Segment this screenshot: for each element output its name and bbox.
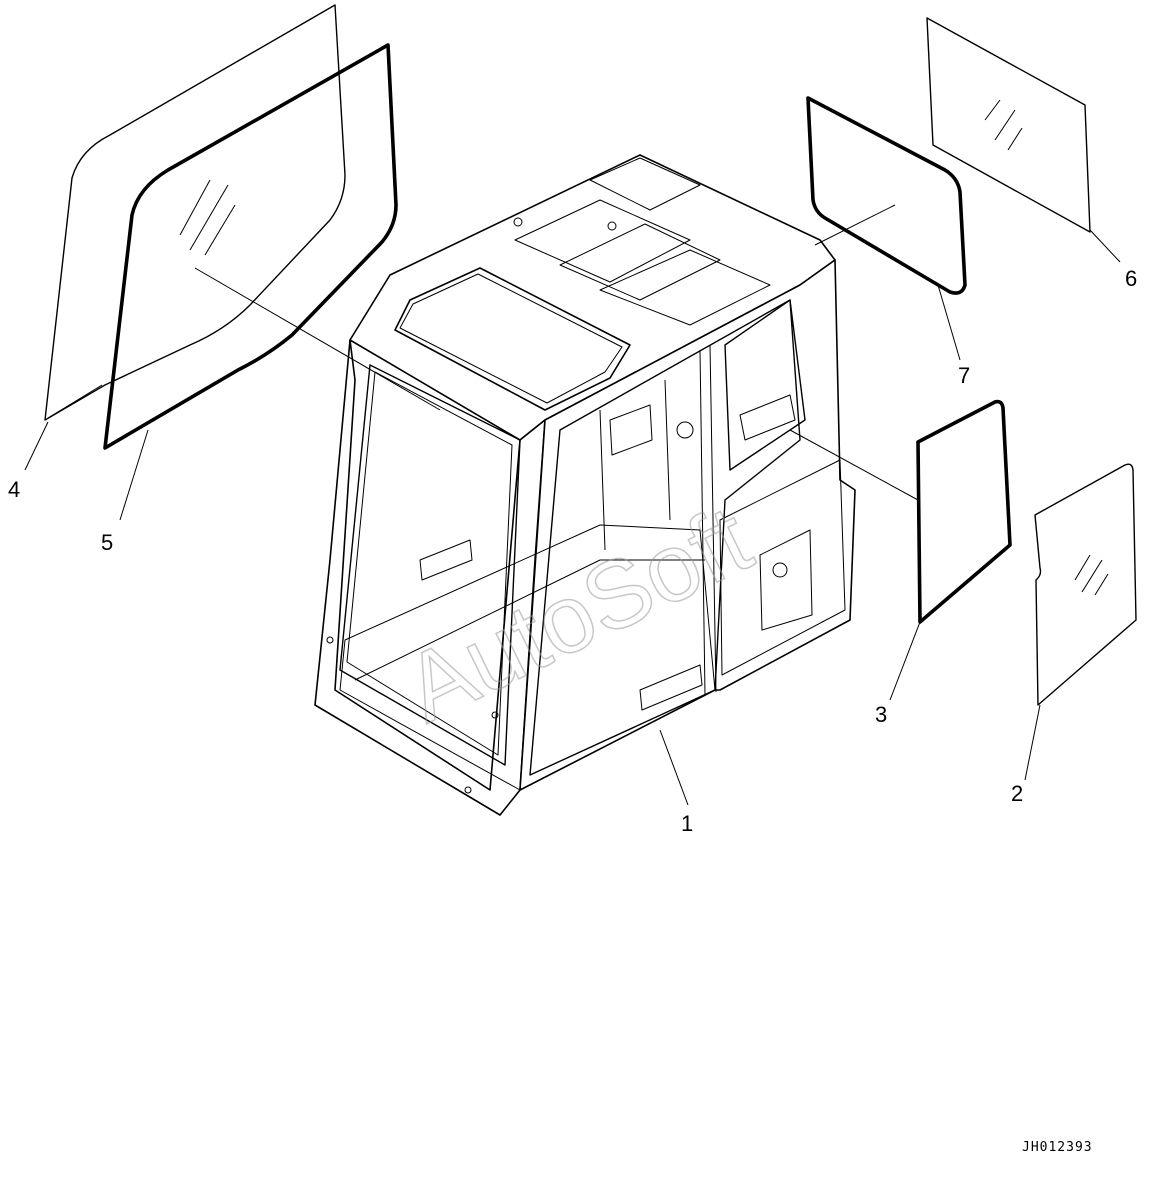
leader-line-2 [1024,704,1041,781]
leader-line-4 [24,421,49,471]
leader-line-5-to-cab [194,267,441,411]
leader-line-1 [659,729,689,806]
glass-part-2 [1034,463,1137,706]
leader-line-6 [1089,229,1121,263]
callout-2: 2 [1011,781,1023,806]
callout-4: 4 [8,477,20,502]
leader-line-5 [119,429,149,521]
cab-frame [314,154,856,816]
callout-7: 7 [958,363,970,388]
callout-3: 3 [875,702,887,727]
leader-lines [24,204,1121,806]
leader-line-3-to-cab [789,429,919,501]
leader-line-3 [889,621,921,701]
leader-line-4-extension [47,384,103,419]
leader-line-7 [937,284,961,361]
glass-part-4 [44,4,346,421]
callout-5: 5 [101,530,113,555]
drawing-id: JH012393 [1022,1140,1093,1155]
callout-1: 1 [681,811,693,836]
glass-part-3 [916,399,1012,624]
glass-part-6 [926,17,1091,233]
glass-part-7 [806,96,967,295]
callout-6: 6 [1125,266,1137,291]
leader-line-7-to-cab [814,204,896,246]
glass-part-5 [103,43,398,450]
